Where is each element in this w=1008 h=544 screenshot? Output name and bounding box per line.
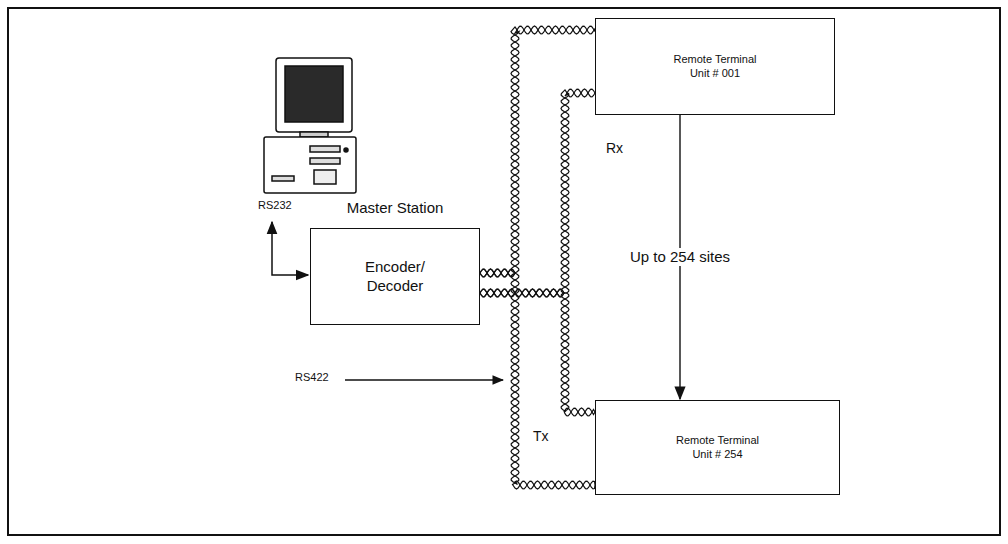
cable-strand (480, 289, 595, 416)
cable-strand (480, 26, 595, 277)
box-text: Remote Terminal Unit # 254 (668, 434, 768, 462)
leader-arrow (345, 379, 503, 380)
box-text: Remote Terminal Unit # 001 (665, 53, 765, 81)
computer-icon (264, 58, 356, 193)
frame (8, 8, 1000, 535)
edge-label: Up to 254 sites (628, 248, 732, 266)
cable-strand (480, 89, 595, 297)
cable-strand (480, 289, 595, 416)
cable-strand (480, 89, 595, 297)
remote-terminal-box: Remote Terminal Unit # 254 (595, 400, 840, 495)
signal-label: Tx (531, 428, 551, 445)
box-text: Encoder/ Decoder (350, 258, 440, 296)
interface-label: RS422 (293, 371, 331, 384)
cable-strand (480, 26, 595, 277)
twisted-pair-cable (480, 26, 595, 297)
rs232-link (272, 222, 308, 275)
twisted-pair-cable (480, 269, 595, 489)
encoder-decoder-box: Master StationEncoder/ Decoder (310, 228, 480, 325)
interface-label: RS232 (256, 199, 294, 212)
cable-strand (480, 269, 595, 489)
remote-terminal-box: Remote Terminal Unit # 001 (595, 18, 835, 115)
station-heading: Master Station (347, 199, 444, 216)
signal-label: Rx (604, 140, 625, 157)
cable-strand (480, 269, 595, 489)
